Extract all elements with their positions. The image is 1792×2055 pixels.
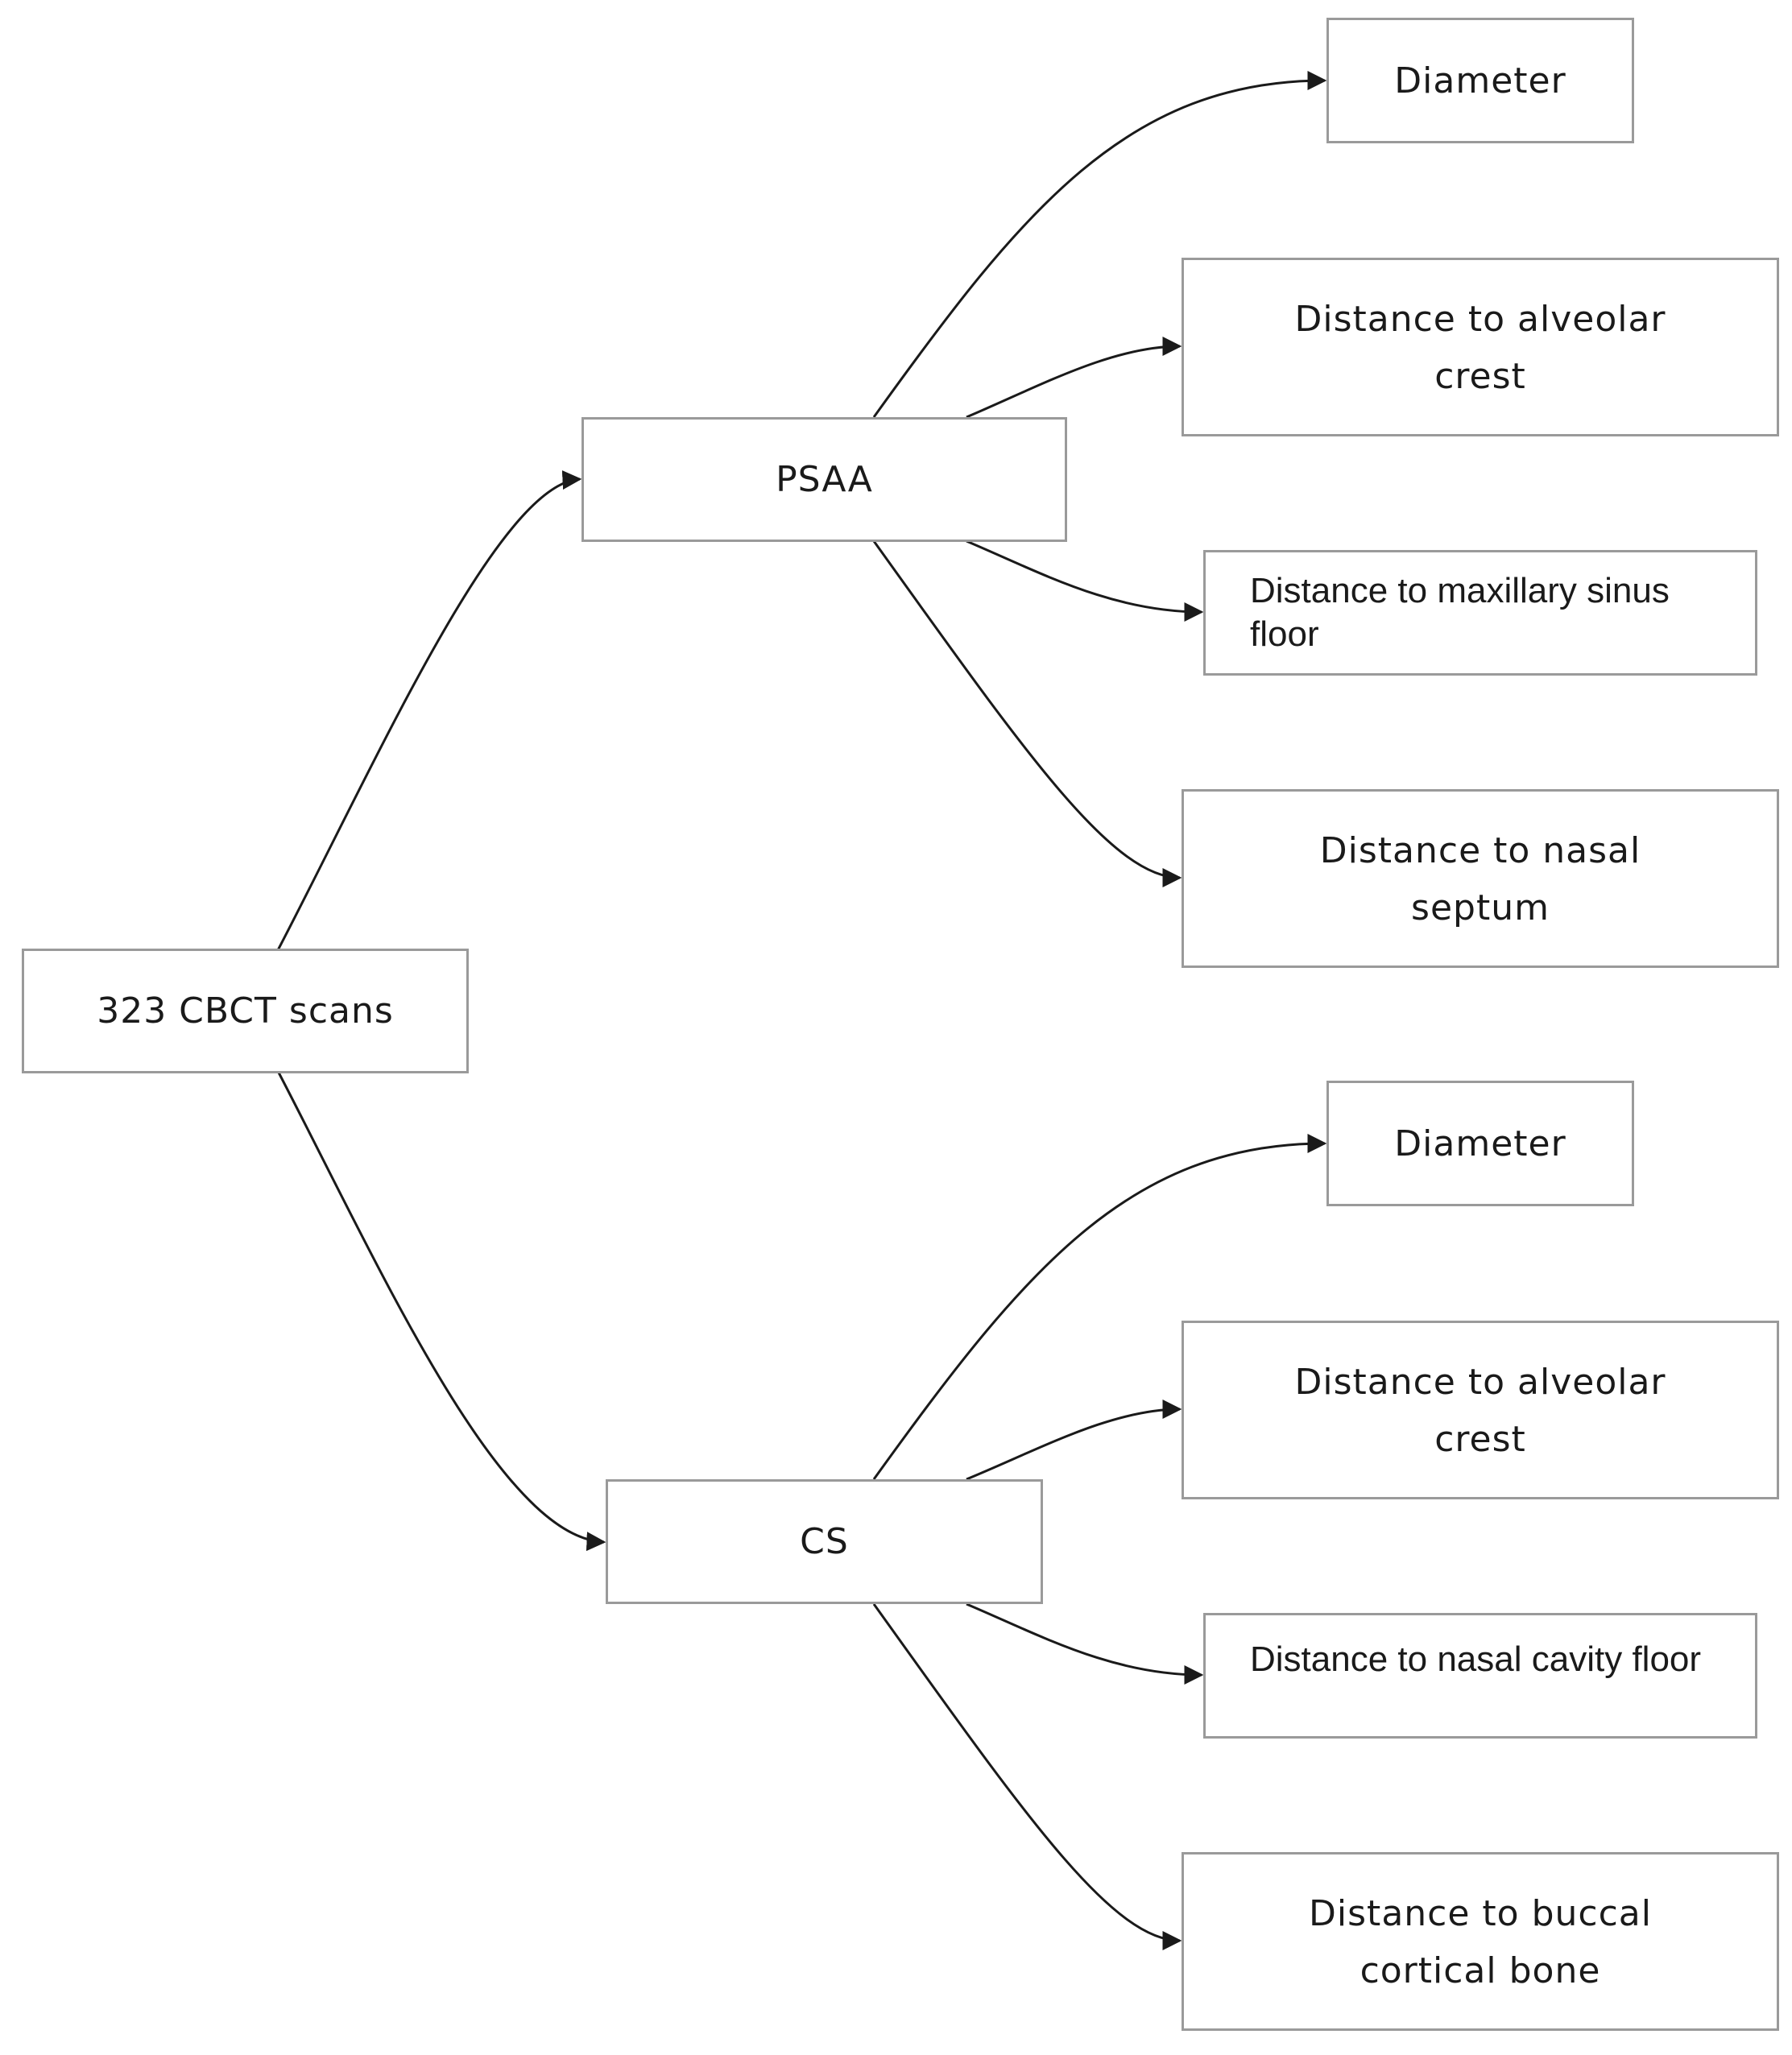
node-cs-buccal: Distance to buccal cortical bone <box>1182 1852 1779 2031</box>
node-psaa-label: PSAA <box>776 459 873 500</box>
node-cs-alveolar-label: Distance to alveolar crest <box>1294 1362 1666 1460</box>
node-psaa-alveolar-label: Distance to alveolar crest <box>1294 299 1666 397</box>
node-cs-diameter-label: Diameter <box>1394 1123 1566 1164</box>
node-psaa-septum: Distance to nasal septum <box>1182 789 1779 968</box>
node-cs-nasal-floor: Distance to nasal cavity floor <box>1203 1613 1757 1739</box>
node-cs-alveolar: Distance to alveolar crest <box>1182 1321 1779 1499</box>
node-cs: CS <box>606 1479 1043 1604</box>
edge-cs-buccal <box>872 1603 1182 1950</box>
node-psaa-diameter: Diameter <box>1326 18 1634 143</box>
node-root: 323 CBCT scans <box>22 949 469 1073</box>
node-psaa-septum-label: Distance to nasal septum <box>1319 830 1641 928</box>
node-psaa-sinus-label: Distance to maxillary sinus floor <box>1250 571 1670 654</box>
node-root-label: 323 CBCT scans <box>97 990 394 1032</box>
edge-root-psaa <box>276 470 582 951</box>
edge-psaa-sinus <box>966 540 1204 622</box>
edge-psaa-diameter <box>872 71 1327 418</box>
edge-cs-diameter <box>872 1134 1327 1480</box>
edge-root-cs <box>276 1070 606 1552</box>
node-psaa-diameter-label: Diameter <box>1394 60 1566 101</box>
node-psaa: PSAA <box>581 417 1067 542</box>
edge-psaa-septum <box>872 540 1182 887</box>
node-psaa-sinus: Distance to maxillary sinus floor <box>1203 550 1757 676</box>
node-cs-buccal-label: Distance to buccal cortical bone <box>1309 1893 1652 1991</box>
edge-psaa-alveolar <box>966 337 1182 419</box>
node-cs-diameter: Diameter <box>1326 1081 1634 1206</box>
node-cs-label: CS <box>800 1521 849 1562</box>
node-cs-nasal-floor-label: Distance to nasal cavity floor <box>1250 1639 1702 1679</box>
edge-cs-alveolar <box>966 1400 1182 1481</box>
node-psaa-alveolar: Distance to alveolar crest <box>1182 258 1779 436</box>
edge-cs-nasal-floor <box>966 1602 1204 1685</box>
